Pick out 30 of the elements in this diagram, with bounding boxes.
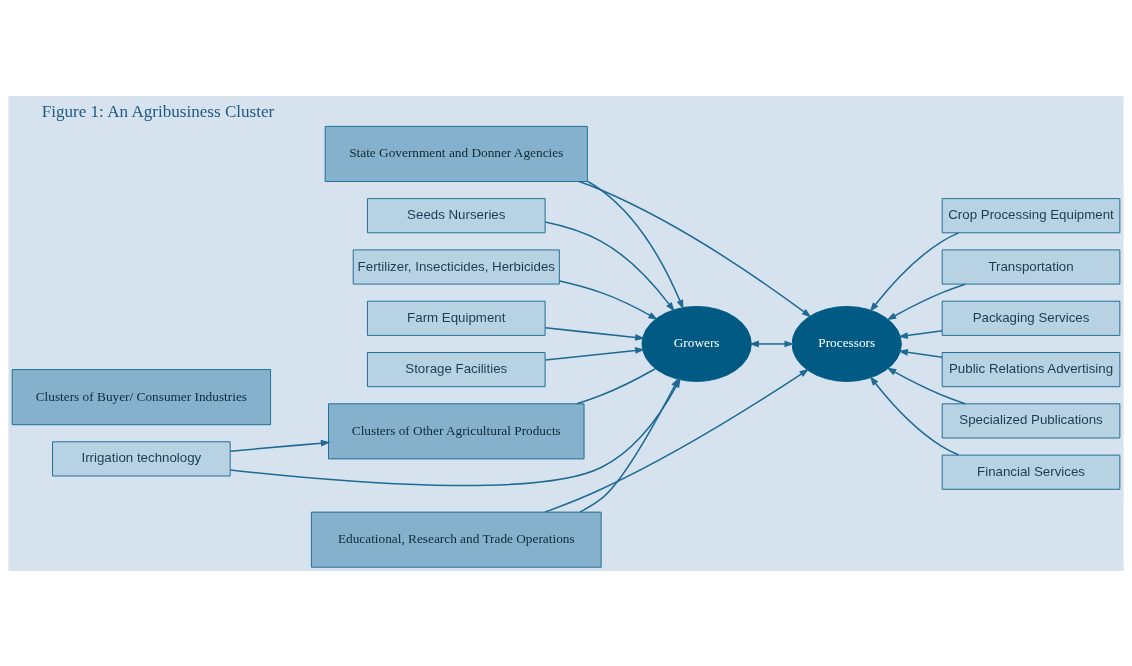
node-box: Specialized Publications xyxy=(941,402,1121,438)
arrow xyxy=(869,375,960,456)
diagram-title: Figure 1: An Agribusiness Cluster xyxy=(41,101,275,121)
node-box: Crop Processing Equipment xyxy=(941,197,1121,233)
arrow xyxy=(544,368,810,513)
arrow xyxy=(578,180,812,317)
node-box: Seeds Nurseries xyxy=(366,197,546,233)
connector xyxy=(576,367,657,405)
arrow xyxy=(898,329,943,339)
arrow xyxy=(544,220,675,312)
node-box: Transportation xyxy=(941,248,1121,285)
arrow xyxy=(229,439,331,452)
node-box: Financial Services xyxy=(941,454,1121,490)
node-ellipse: Growers xyxy=(641,305,752,382)
arrow xyxy=(558,279,659,320)
node-box: Storage Facilities xyxy=(366,351,546,387)
node-box: Packaging Services xyxy=(941,300,1121,336)
node-box: Irrigation technology xyxy=(52,440,231,476)
arrow xyxy=(898,348,943,358)
node-box: Public Relations Advertising xyxy=(941,351,1121,387)
node-box: Farm Equipment xyxy=(366,300,546,336)
node-box: Fertilizer, Insecticides, Herbicides xyxy=(352,248,560,285)
arrow xyxy=(749,340,795,347)
arrow xyxy=(544,326,645,341)
arrow xyxy=(586,180,684,310)
arrow xyxy=(544,346,645,361)
node-box: Clusters of Other Agricultural Products xyxy=(328,402,585,459)
node-box: State Government and Donner Agencies xyxy=(324,125,588,182)
node-box: Clusters of Buyer/ Consumer Industries xyxy=(11,368,272,425)
node-box: Educational, Research and Trade Operations xyxy=(310,511,602,568)
